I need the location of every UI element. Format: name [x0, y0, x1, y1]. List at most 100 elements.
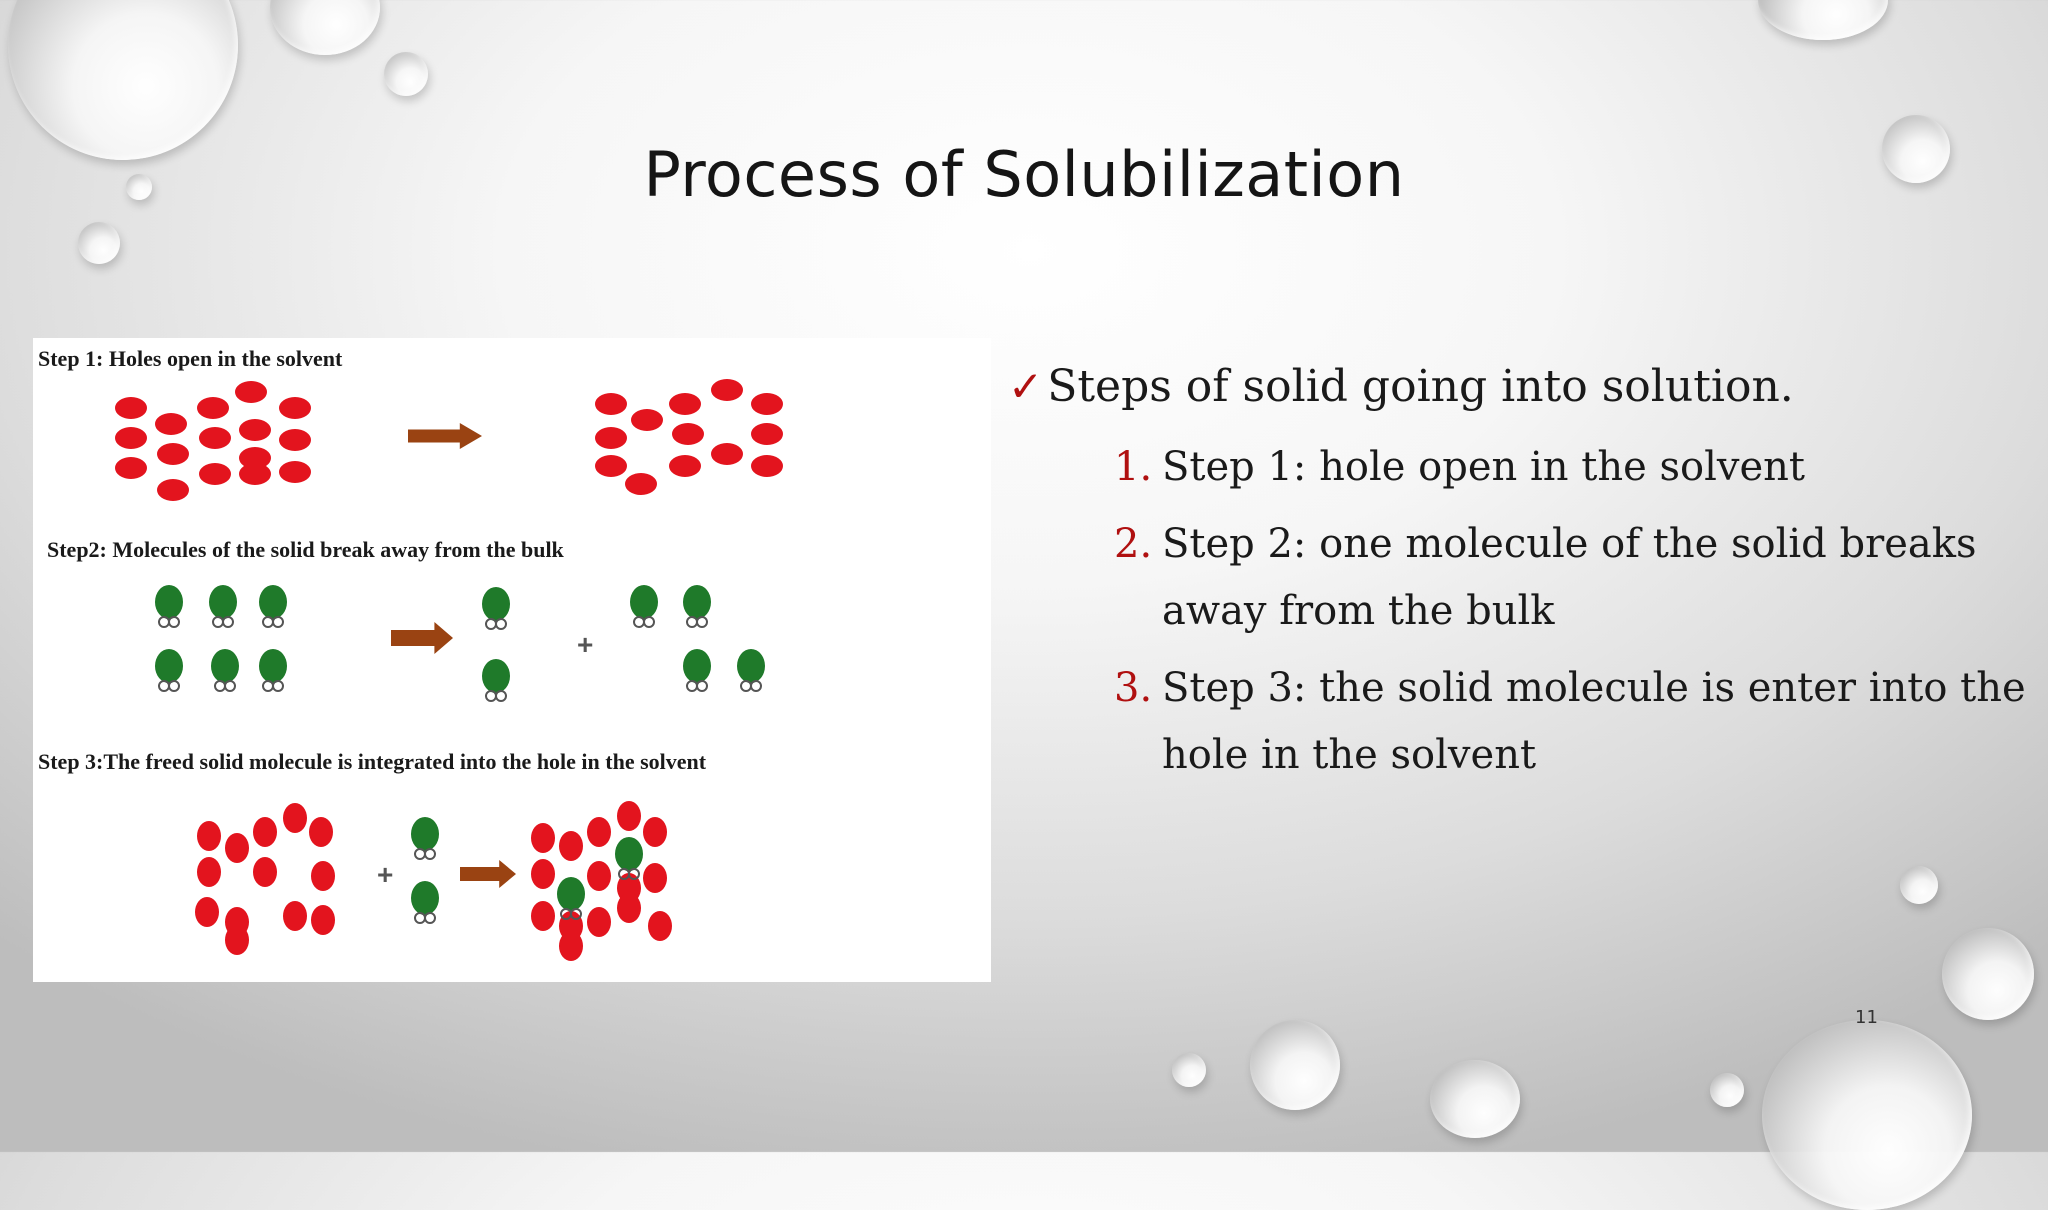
solute-foot [212, 616, 224, 628]
water-drop-decoration [384, 52, 428, 96]
solute-molecule [683, 585, 711, 628]
list-text: Step 3: the solid molecule is enter into… [1162, 665, 2026, 778]
solute-foot [262, 616, 274, 628]
solute-foot [740, 680, 752, 692]
solvent-molecule [155, 413, 187, 435]
solvent-molecule [283, 901, 307, 931]
solute-foot [643, 616, 655, 628]
solvent-molecule [199, 463, 231, 485]
page-number: 11 [1855, 1007, 1878, 1028]
solvent-molecule [669, 393, 701, 415]
solvent-molecule [239, 419, 271, 441]
solute-molecule [557, 877, 585, 920]
solute-foot [628, 868, 640, 880]
solute-head [630, 585, 658, 619]
check-icon: ✓ [1008, 362, 1044, 411]
solute-molecule [259, 649, 287, 692]
solvent-molecule [115, 427, 147, 449]
solute-head [211, 649, 239, 683]
solute-foot [424, 848, 436, 860]
solvent-molecule [225, 925, 249, 955]
solvent-molecule [587, 907, 611, 937]
solvent-molecule [751, 393, 783, 415]
solute-foot [686, 680, 698, 692]
solute-molecule [411, 817, 439, 860]
solvent-molecule [157, 479, 189, 501]
solvent-molecule [531, 859, 555, 889]
solute-foot [222, 616, 234, 628]
plus-sign: + [577, 629, 593, 660]
solute-head [683, 585, 711, 619]
solute-foot [696, 616, 708, 628]
solvent-molecule [559, 931, 583, 961]
water-drop-decoration [126, 174, 152, 200]
solvent-molecule [587, 817, 611, 847]
solute-foot [750, 680, 762, 692]
solute-foot [224, 680, 236, 692]
solvent-molecule [751, 455, 783, 477]
solute-molecule [259, 585, 287, 628]
arrow-icon [408, 423, 482, 449]
water-drop-decoration [8, 0, 238, 160]
solubilization-diagram: Step 1: Holes open in the solvent Step2:… [38, 346, 783, 961]
solvent-molecule [531, 901, 555, 931]
water-drop-decoration [78, 222, 120, 264]
solvent-molecule [157, 443, 189, 465]
solute-head [482, 659, 510, 693]
solute-molecule [615, 837, 643, 880]
solvent-molecule [195, 897, 219, 927]
solute-foot [633, 616, 645, 628]
solvent-molecule [595, 393, 627, 415]
solute-foot [414, 848, 426, 860]
plus-sign: + [377, 859, 393, 890]
list-number: 3. [1114, 665, 1153, 711]
solute-foot [272, 680, 284, 692]
solvent-molecule [595, 455, 627, 477]
solvent-molecule [115, 397, 147, 419]
solvent-molecule [643, 817, 667, 847]
solvent-molecule [197, 821, 221, 851]
solute-molecule [209, 585, 237, 628]
step3-caption: Step 3:The freed solid molecule is integ… [38, 749, 707, 774]
solvent-molecule [115, 457, 147, 479]
list-text: Step 2: one molecule of the solid breaks… [1162, 521, 1977, 634]
solvent-molecule [587, 861, 611, 891]
solvent-molecule [631, 409, 663, 431]
solvent-molecule [669, 455, 701, 477]
solvent-molecule [235, 381, 267, 403]
list-text: Step 1: hole open in the solvent [1162, 444, 1805, 490]
list-item: 3. Step 3: the solid molecule is enter i… [1114, 655, 2038, 789]
solvent-molecule [531, 823, 555, 853]
solute-molecule [211, 649, 239, 692]
solute-molecule [411, 881, 439, 924]
water-drop-decoration [1942, 928, 2034, 1020]
water-drop-decoration [1710, 1073, 1744, 1107]
solubilization-figure: Step 1: Holes open in the solvent Step2:… [33, 338, 991, 982]
water-drop-decoration [1900, 866, 1938, 904]
solute-molecule [482, 587, 510, 630]
solute-molecule [155, 585, 183, 628]
solvent-molecule [617, 801, 641, 831]
solute-foot [158, 680, 170, 692]
solvent-molecule [751, 423, 783, 445]
solvent-molecule [253, 857, 277, 887]
solute-foot [485, 618, 497, 630]
list-number: 1. [1114, 444, 1153, 490]
solute-molecule [737, 649, 765, 692]
water-drop-decoration [1882, 115, 1950, 183]
solvent-molecule [559, 831, 583, 861]
solute-head [155, 649, 183, 683]
solute-head [259, 649, 287, 683]
solvent-molecule [311, 861, 335, 891]
solute-foot [424, 912, 436, 924]
solute-head [411, 881, 439, 915]
list-item: 1. Step 1: hole open in the solvent [1114, 434, 2038, 501]
arrow-icon [460, 860, 516, 888]
solute-head [411, 817, 439, 851]
solute-foot [696, 680, 708, 692]
solvent-molecule [279, 461, 311, 483]
solute-foot [262, 680, 274, 692]
solute-foot [414, 912, 426, 924]
solvent-molecule [197, 857, 221, 887]
lead-text: Steps of solid going into solution. [1047, 361, 1794, 412]
